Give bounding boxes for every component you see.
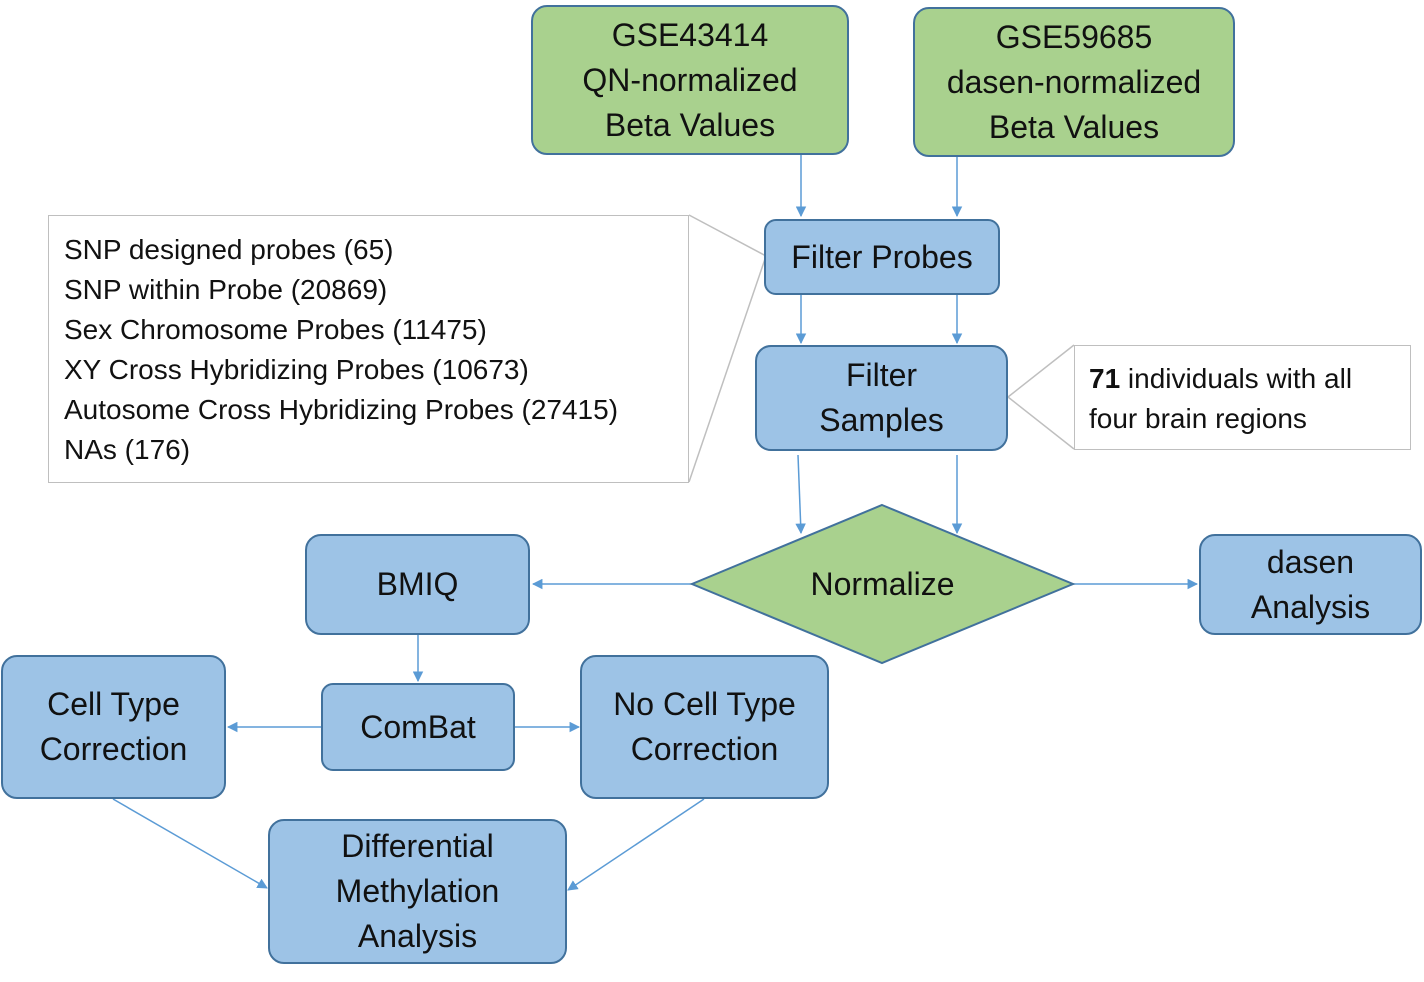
dasen-analysis-node: dasen Analysis: [1199, 534, 1422, 635]
cell-type-correction-line-1: Cell Type: [47, 686, 180, 722]
cell-type-correction-node: Cell Type Correction: [1, 655, 226, 799]
sample-filter-note-line-2: four brain regions: [1089, 403, 1307, 434]
probe-filter-snp-designed: SNP designed probes (65): [64, 234, 394, 265]
sample-note-callout-top: [1007, 344, 1075, 398]
arrow-filter-samples-to-normalize-left: [795, 454, 806, 535]
combat-label: ComBat: [360, 708, 476, 745]
differential-methylation-line-1: Differential: [341, 828, 494, 864]
gse59685-line-3: Beta Values: [988, 108, 1160, 145]
probe-filter-note: SNP designed probes (65) SNP within Prob…: [48, 215, 689, 483]
probe-filter-autosome-cross: Autosome Cross Hybridizing Probes (27415…: [64, 394, 619, 425]
probe-filter-sex-chromosome: Sex Chromosome Probes (11475): [64, 314, 487, 345]
differential-methylation-line-3: Analysis: [357, 918, 478, 954]
probe-note-callout-bottom: [688, 255, 767, 483]
gse43414-line-1: GSE43414: [611, 16, 769, 53]
bmiq-label: BMIQ: [376, 566, 459, 602]
arrow-no-cell-type-to-differential: [567, 798, 705, 891]
probe-filter-snp-within: SNP within Probe (20869): [64, 274, 388, 305]
normalize-decision: Normalize: [692, 505, 1073, 663]
filter-samples-line-2: Samples: [819, 402, 944, 438]
no-cell-type-correction-line-1: No Cell Type: [613, 686, 796, 722]
filter-samples-node: Filter Samples: [755, 345, 1008, 451]
probe-note-callout-top: [688, 214, 767, 257]
gse43414-input-node: GSE43414 QN-normalized Beta Values: [531, 5, 849, 155]
no-cell-type-correction-line-2: Correction: [630, 731, 779, 767]
filter-probes-label: Filter Probes: [791, 238, 973, 275]
bmiq-node: BMIQ: [305, 534, 530, 635]
sample-filter-note-line-1: 71 individuals with all: [1089, 359, 1410, 399]
normalize-diamond-shape: [689, 503, 1076, 665]
filter-samples-line-1: Filter: [845, 357, 918, 393]
sample-filter-note: 71 individuals with all four brain regio…: [1074, 345, 1411, 450]
dasen-analysis-line-1: dasen: [1266, 543, 1355, 580]
gse43414-line-3: Beta Values: [604, 106, 776, 143]
combat-node: ComBat: [321, 683, 515, 771]
filter-probes-node: Filter Probes: [764, 219, 1000, 295]
gse43414-line-2: QN-normalized: [582, 61, 798, 98]
differential-methylation-node: Differential Methylation Analysis: [268, 819, 567, 964]
sample-filter-note-line-1-rest: individuals with all: [1120, 363, 1353, 394]
probe-filter-nas: NAs (176): [64, 434, 191, 465]
probe-filter-xy-cross: XY Cross Hybridizing Probes (10673): [64, 354, 529, 385]
normalize-label: Normalize: [810, 565, 955, 602]
gse59685-line-2: dasen-normalized: [946, 63, 1202, 100]
no-cell-type-correction-node: No Cell Type Correction: [580, 655, 829, 799]
gse59685-input-node: GSE59685 dasen-normalized Beta Values: [913, 7, 1235, 157]
gse59685-line-1: GSE59685: [995, 18, 1153, 55]
cell-type-correction-line-2: Correction: [39, 731, 188, 767]
individual-count: 71: [1089, 363, 1121, 394]
differential-methylation-line-2: Methylation: [335, 873, 500, 909]
sample-note-callout-bottom: [1007, 396, 1075, 450]
dasen-analysis-line-2: Analysis: [1250, 588, 1371, 625]
arrow-cell-type-to-differential: [112, 798, 268, 889]
